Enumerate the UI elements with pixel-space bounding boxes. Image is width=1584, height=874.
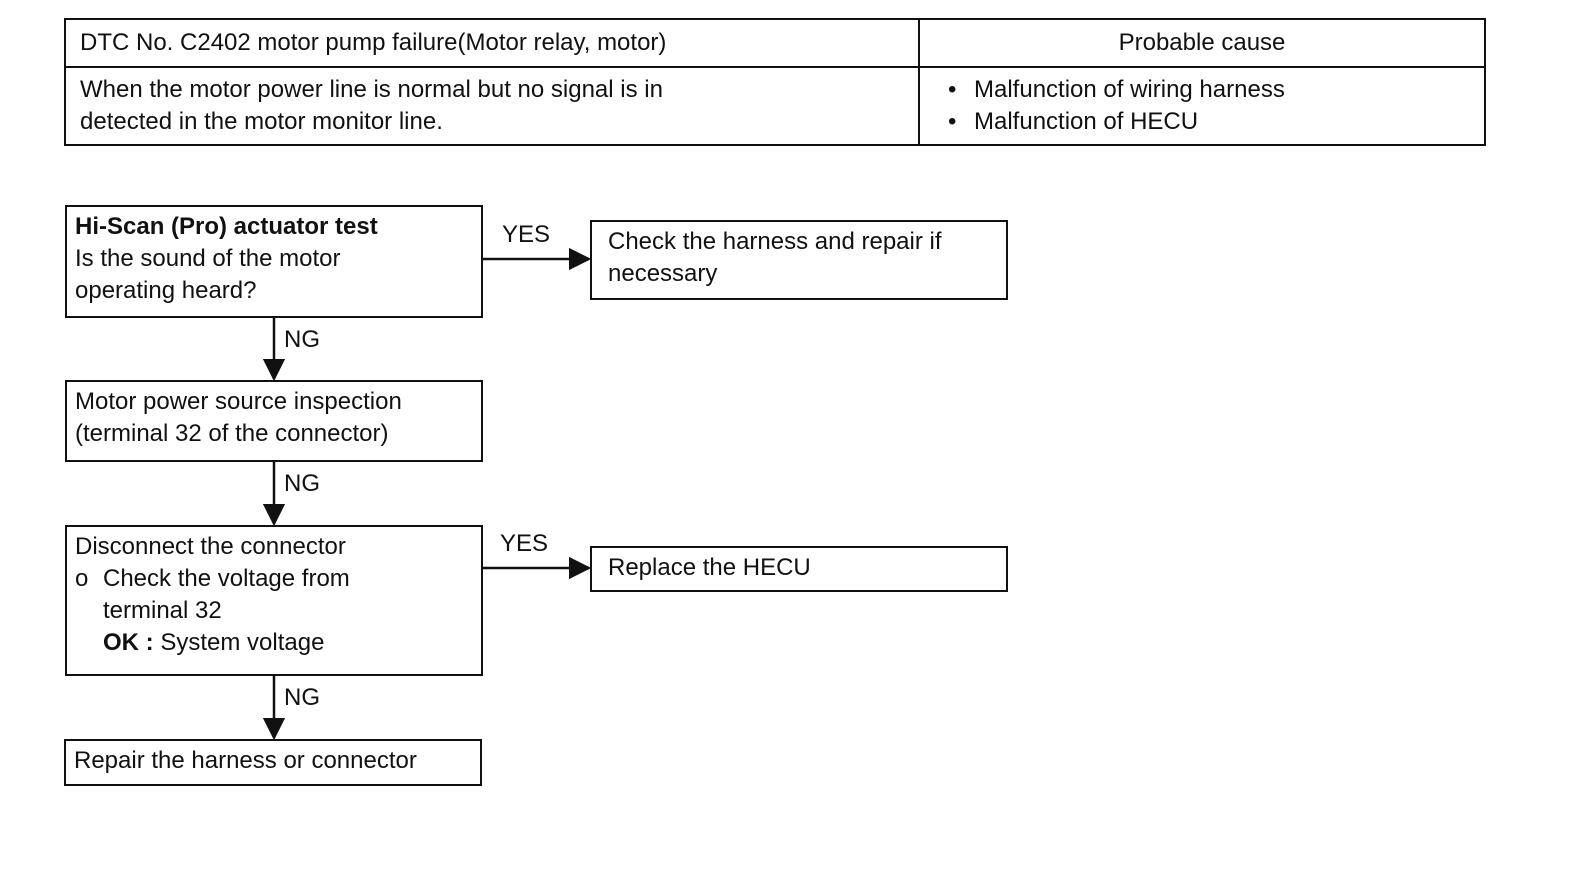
label-yes-1: YES	[502, 221, 551, 248]
step-actuator-test: Hi-Scan (Pro) actuator test Is the sound…	[65, 205, 483, 318]
step-power-line: Motor power source inspection	[75, 388, 402, 415]
cause-item: Malfunction of HECU	[948, 106, 1470, 138]
condition-line-2: detected in the motor monitor line.	[80, 108, 443, 135]
step-disconnect-line: Disconnect the connector	[75, 533, 346, 560]
dtc-table-header-row: DTC No. C2402 motor pump failure(Motor r…	[64, 18, 1486, 68]
cause-item: Malfunction of wiring harness	[948, 74, 1470, 106]
dtc-table: DTC No. C2402 motor pump failure(Motor r…	[64, 18, 1486, 146]
step-power-line: (terminal 32 of the connector)	[75, 420, 389, 447]
step-disconnect-check: o Check the voltage from	[75, 563, 473, 595]
step-bullet: o	[75, 565, 89, 592]
probable-cause-header: Probable cause	[918, 18, 1486, 68]
step-actuator-title: Hi-Scan (Pro) actuator test	[75, 213, 378, 240]
result-replace-line: Replace the HECU	[608, 554, 811, 581]
step-disconnect-ok: OK : System voltage	[75, 627, 473, 659]
step-disconnect-line: terminal 32	[103, 597, 222, 624]
step-actuator-line: Is the sound of the motor	[75, 245, 341, 272]
condition-line-1: When the motor power line is normal but …	[80, 76, 663, 103]
result-check-line: Check the harness and repair if	[608, 228, 942, 255]
condition-cell: When the motor power line is normal but …	[64, 66, 920, 146]
label-ng-2: NG	[284, 470, 320, 497]
result-replace-hecu: Replace the HECU	[590, 546, 1008, 592]
causes-cell: Malfunction of wiring harness Malfunctio…	[918, 66, 1486, 146]
step-disconnect: Disconnect the connector o Check the vol…	[65, 525, 483, 676]
result-check-harness: Check the harness and repair if necessar…	[590, 220, 1008, 300]
result-check-line: necessary	[608, 260, 718, 287]
step-repair-harness: Repair the harness or connector	[64, 739, 482, 786]
dtc-table-body-row: When the motor power line is normal but …	[64, 66, 1486, 146]
label-yes-2: YES	[500, 530, 549, 557]
label-ng-1: NG	[284, 326, 320, 353]
label-ng-3: NG	[284, 684, 320, 711]
ok-value: System voltage	[160, 629, 325, 656]
step-repair-line: Repair the harness or connector	[74, 747, 417, 774]
ok-label: OK :	[103, 629, 154, 656]
step-actuator-line: operating heard?	[75, 277, 257, 304]
step-disconnect-line: Check the voltage from	[103, 565, 350, 592]
causes-list: Malfunction of wiring harness Malfunctio…	[934, 74, 1470, 138]
dtc-title-cell: DTC No. C2402 motor pump failure(Motor r…	[64, 18, 920, 68]
step-power-source: Motor power source inspection (terminal …	[65, 380, 483, 462]
